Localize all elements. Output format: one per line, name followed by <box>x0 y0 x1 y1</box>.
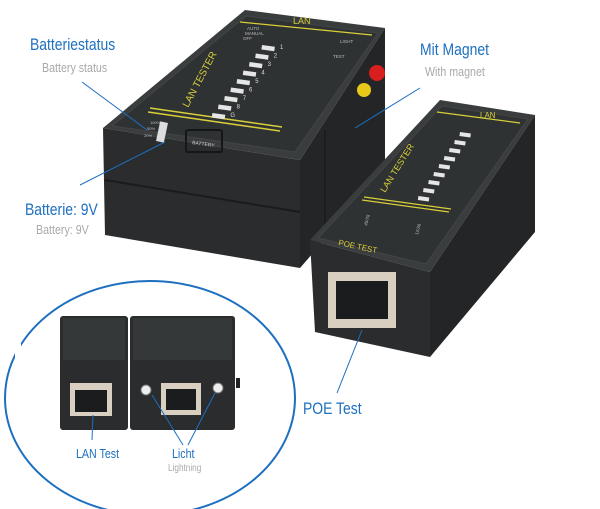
poe-test-title: POE Test <box>303 399 362 418</box>
magnet-subtitle: With magnet <box>425 64 485 79</box>
poe-pin-led <box>443 156 456 162</box>
pair-45-78: 45/78 <box>363 214 371 227</box>
mode-off: OFF <box>243 36 252 41</box>
light-title: Licht <box>172 446 195 461</box>
poe-pin-led <box>454 140 466 146</box>
battery-50: 50% <box>147 126 155 131</box>
callout-lines <box>79 81 421 446</box>
pin-label: 8 <box>237 105 241 111</box>
pin-led <box>217 104 232 111</box>
battery-9v-title: Batterie: 9V <box>25 200 98 219</box>
poe-pin-led <box>438 164 451 170</box>
battery-20: 20% <box>144 133 152 138</box>
mode-auto: AUTO <box>247 26 260 31</box>
battery-status-title: Batteriestatus <box>30 35 116 54</box>
pin-label: 2 <box>274 54 278 60</box>
battery-9v-subtitle: Battery: 9V <box>36 222 89 237</box>
pin-led <box>255 53 269 60</box>
pin-led <box>236 79 251 86</box>
poe-pin-led <box>428 180 440 186</box>
light-label: LIGHT <box>340 39 354 44</box>
front-view-inset <box>4 280 296 509</box>
pin-led <box>211 112 226 120</box>
battery-level-indicator <box>156 121 168 143</box>
test-button-red[interactable] <box>369 65 385 81</box>
battery-status-subtitle: Battery status <box>42 60 108 75</box>
pin-led <box>230 87 244 94</box>
pin-label: 7 <box>243 96 247 102</box>
battery-compartment <box>185 129 223 153</box>
mode-manual: MANUAL <box>245 31 264 36</box>
poe-tester: LAN LAN TESTER POE TEST 45/78 12/36 <box>310 100 535 357</box>
light-led-right <box>212 382 224 394</box>
pin-label: 4 <box>261 71 265 77</box>
light-led-left <box>140 384 152 396</box>
pin-led <box>248 62 263 69</box>
pin-label: 5 <box>255 79 259 85</box>
battery-label: BATTERY <box>192 140 216 149</box>
pin-label: 3 <box>268 62 272 68</box>
pin-led <box>261 45 275 52</box>
light-subtitle: Lightning <box>168 463 202 474</box>
poe-pin-led <box>433 172 445 178</box>
lan-test-title: LAN Test <box>76 446 120 461</box>
pin-label: 1 <box>280 45 284 51</box>
test-label: TEST <box>333 54 345 59</box>
poe-pin-led <box>417 196 430 202</box>
magnet-title: Mit Magnet <box>420 40 489 59</box>
poe-header-text: LAN <box>480 111 496 120</box>
poe-led-column <box>417 132 471 202</box>
main-header-text: LAN <box>293 16 311 26</box>
pair-12-36: 12/36 <box>414 223 422 236</box>
pin-label: 6 <box>249 88 253 94</box>
light-button-yellow[interactable] <box>357 83 371 97</box>
poe-pin-led <box>423 188 435 194</box>
pin-led <box>242 70 257 77</box>
pin-led <box>224 96 238 103</box>
poe-pin-led <box>449 147 461 154</box>
pin-label: G <box>230 113 235 119</box>
battery-100: 100% <box>150 120 161 125</box>
poe-pin-led <box>459 132 471 138</box>
